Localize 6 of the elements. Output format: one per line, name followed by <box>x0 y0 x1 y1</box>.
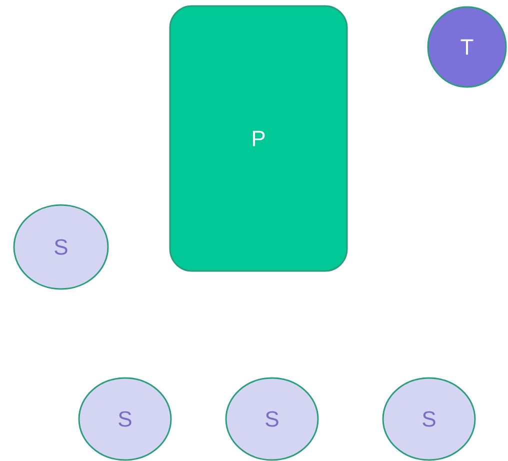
ellipse-node: S <box>78 377 172 461</box>
ellipse-node: S <box>13 204 109 290</box>
ellipse-node: S <box>382 377 476 461</box>
ellipse-node: S <box>225 377 319 461</box>
ellipse-node: T <box>427 6 507 88</box>
process-box: P <box>169 5 348 272</box>
